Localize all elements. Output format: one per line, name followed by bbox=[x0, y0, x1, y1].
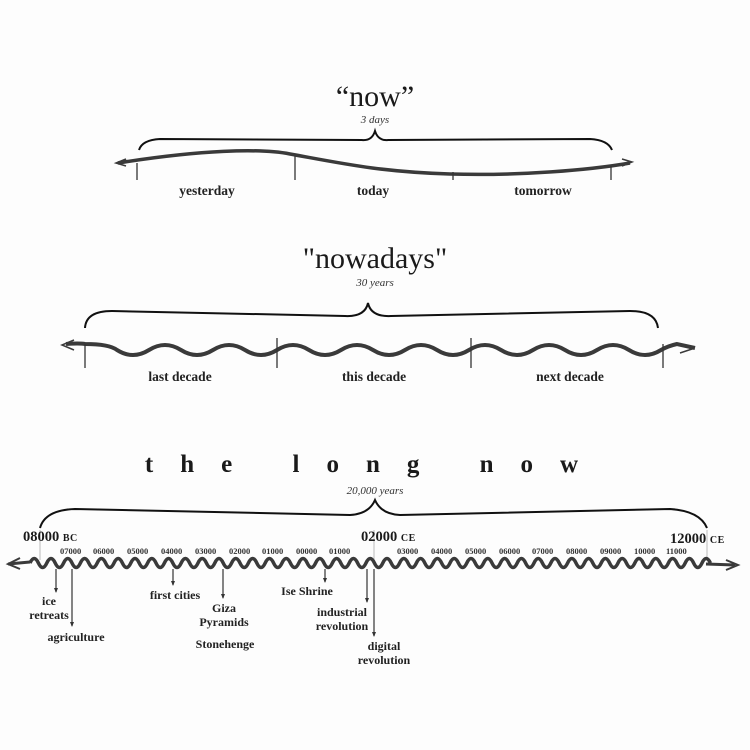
long-now-ticks bbox=[39, 530, 708, 560]
event-stonehenge: Stonehenge bbox=[195, 637, 255, 651]
start-year: 08000 BC bbox=[23, 529, 78, 545]
now-span: 3 days bbox=[360, 114, 390, 126]
year-tick: 04000 bbox=[161, 546, 183, 556]
label-today: today bbox=[356, 183, 390, 198]
nowadays-brace bbox=[84, 302, 659, 329]
long-now-span: 20,000 years bbox=[346, 485, 404, 497]
event-ice-retreats: ice retreats bbox=[29, 594, 69, 622]
middle-year: 02000 CE bbox=[361, 529, 416, 545]
event-first-cities: first cities bbox=[149, 588, 201, 602]
year-tick: 04000 bbox=[431, 546, 453, 556]
year-tick: 03000 bbox=[195, 546, 217, 556]
event-ise-shrine: Ise Shrine bbox=[281, 584, 333, 598]
year-tick: 03000 bbox=[397, 546, 419, 556]
long-now-timeline bbox=[5, 556, 741, 571]
year-tick: 09000 bbox=[600, 546, 622, 556]
label-yesterday: yesterday bbox=[179, 183, 235, 198]
event-digital-revolution: digital revolution bbox=[357, 639, 411, 667]
event-pointers bbox=[54, 569, 376, 637]
year-tick: 05000 bbox=[465, 546, 487, 556]
year-tick: 06000 bbox=[499, 546, 521, 556]
now-brace bbox=[138, 127, 613, 151]
event-giza-pyramids: Giza Pyramids bbox=[199, 601, 249, 629]
year-tick: 08000 bbox=[566, 546, 588, 556]
long-now-title: the long now bbox=[144, 451, 606, 478]
event-agriculture: agriculture bbox=[47, 630, 105, 644]
long-now-brace bbox=[39, 497, 708, 529]
year-tick: 11000 bbox=[666, 546, 687, 556]
year-tick: 07000 bbox=[60, 546, 82, 556]
year-tick: 02000 bbox=[229, 546, 251, 556]
year-tick: 06000 bbox=[93, 546, 115, 556]
year-tick: 10000 bbox=[634, 546, 656, 556]
now-title: “now” bbox=[335, 80, 415, 113]
end-year: 12000 CE bbox=[670, 531, 725, 547]
year-tick: 01000 bbox=[329, 546, 351, 556]
nowadays-title: "nowadays" bbox=[302, 242, 448, 275]
now-timeline bbox=[113, 149, 635, 180]
nowadays-timeline bbox=[60, 338, 696, 368]
label-this-decade: this decade bbox=[341, 369, 407, 384]
year-tick: 07000 bbox=[532, 546, 554, 556]
label-tomorrow: tomorrow bbox=[514, 183, 572, 198]
nowadays-span: 30 years bbox=[356, 277, 394, 289]
event-industrial-revolution: industrial revolution bbox=[315, 605, 369, 633]
label-last-decade: last decade bbox=[148, 369, 212, 384]
year-tick: 00000 bbox=[296, 546, 318, 556]
label-next-decade: next decade bbox=[536, 369, 604, 384]
year-tick: 05000 bbox=[127, 546, 149, 556]
year-tick: 01000 bbox=[262, 546, 284, 556]
